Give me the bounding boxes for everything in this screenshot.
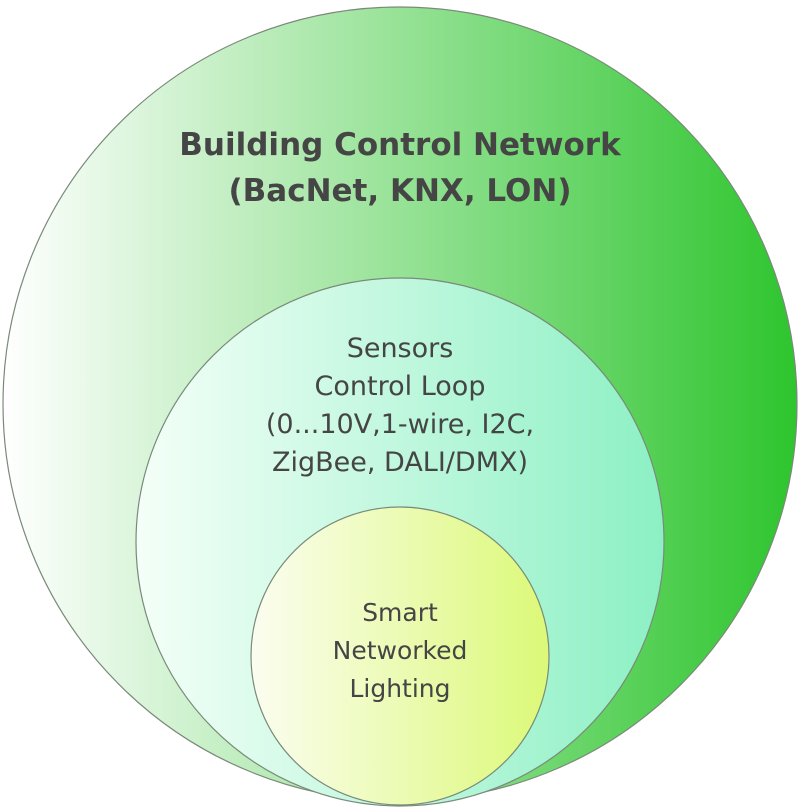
building-control-network-label: Building Control Network (BacNet, KNX, L… xyxy=(0,122,800,214)
middle-label-line: (0...10V,1-wire, I2C, xyxy=(265,409,535,440)
inner-label-line: Networked xyxy=(332,636,468,665)
sensors-control-loop-label: Sensors Control Loop (0...10V,1-wire, I2… xyxy=(0,330,800,482)
middle-label-line: Control Loop xyxy=(314,371,486,402)
inner-label-line: Smart xyxy=(362,598,438,627)
outer-label-line: (BacNet, KNX, LON) xyxy=(228,173,572,209)
middle-label-line: ZigBee, DALI/DMX) xyxy=(271,447,529,478)
inner-circle xyxy=(250,506,550,806)
middle-label-line: Sensors xyxy=(346,333,454,364)
smart-networked-lighting-label: Smart Networked Lighting xyxy=(0,594,800,708)
outer-label-line: Building Control Network xyxy=(179,127,621,163)
inner-label-line: Lighting xyxy=(349,674,451,703)
